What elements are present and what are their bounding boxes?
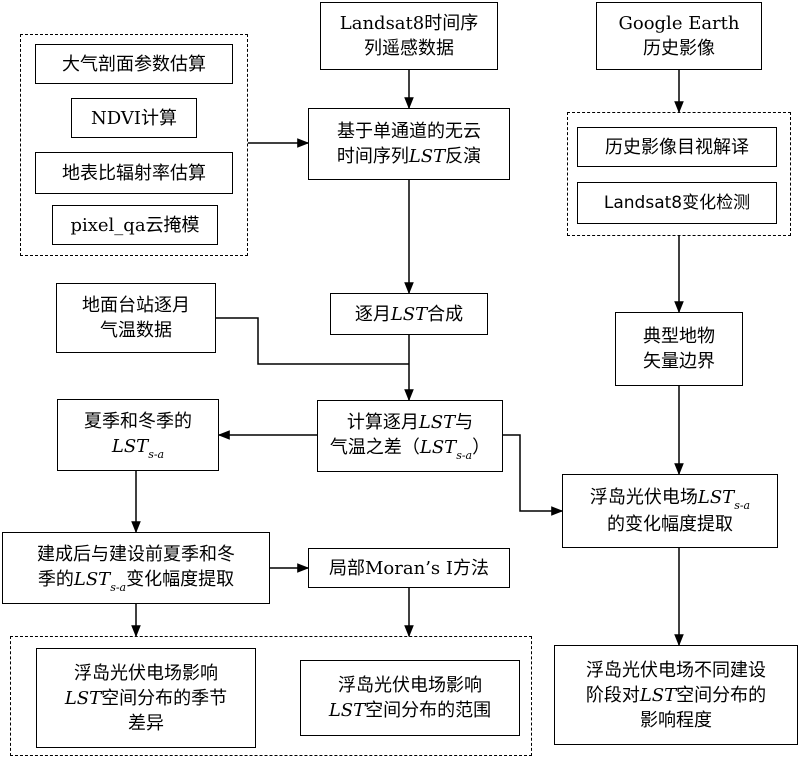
landsat-label-line2: 列遥感数据	[364, 38, 454, 59]
atmos-profile-box: 大气剖面参数估算	[35, 44, 233, 84]
inversion-line2: 时间序列LST反演	[337, 144, 481, 169]
summer-winter-lst: LST	[111, 436, 149, 457]
arrow-diff-to-fpv-change	[503, 434, 564, 516]
diff-lst-2: LST	[419, 437, 457, 458]
hist-interp-label: 历史影像目视解译	[605, 136, 749, 158]
change-detection-group	[567, 112, 791, 236]
monthly-text-c: 合成	[427, 303, 464, 325]
diff-text-e: ）	[472, 437, 491, 458]
stages-text-a: 阶段对	[585, 684, 640, 706]
before-after-change-box: 建成后与建设前夏季和冬 季的LSTs-a变化幅度提取	[2, 532, 270, 604]
summer-winter-lst-box: 夏季和冬季的 LSTs-a	[57, 399, 219, 471]
stages-line2: 阶段对LST空间分布的	[586, 683, 766, 708]
change-detect-box: Landsat8变化检测	[577, 182, 777, 224]
station-line1: 地面台站逐月	[82, 295, 190, 316]
before-after-line2: 季的LSTs-a变化幅度提取	[38, 567, 234, 594]
range-box: 浮岛光伏电场影响 LST空间分布的范围	[300, 660, 520, 736]
diff-text-a: 计算逐月	[346, 412, 419, 433]
diff-sub: s-a	[456, 449, 473, 462]
station-line2: 气温数据	[100, 320, 172, 341]
stages-lst: LST	[639, 684, 677, 706]
change-detect-label: Landsat8变化检测	[603, 192, 751, 213]
param-group	[20, 34, 248, 256]
range-lst: LST	[328, 700, 366, 721]
diff-text-c: 与	[455, 412, 474, 433]
emissivity-label: 地表比辐射率估算	[62, 162, 206, 184]
seasonal-line2: LST空间分布的季节	[65, 686, 227, 711]
inversion-lst: LST	[408, 146, 446, 167]
seasonal-line3: 差异	[128, 712, 164, 734]
summer-winter-line1: 夏季和冬季的	[84, 411, 192, 432]
google-earth-box: Google Earth 历史影像	[596, 2, 762, 70]
inversion-text-a: 时间序列	[336, 146, 409, 167]
diff-line1: 计算逐月LST与	[347, 410, 473, 435]
typical-line1: 典型地物	[643, 326, 715, 347]
fpv-change-line1: 浮岛光伏电场LSTs-a	[590, 485, 750, 512]
seasonal-lst: LST	[64, 687, 102, 709]
before-after-line1: 建成后与建设前夏季和冬	[37, 544, 235, 565]
range-text-b: 空间分布的范围	[365, 700, 492, 721]
fpv-change-line2: 的变化幅度提取	[607, 514, 733, 535]
landsat-data-box: Landsat8时间序 列遥感数据	[320, 2, 498, 70]
ndvi-label: NDVI计算	[91, 107, 177, 129]
diff-lst-1: LST	[418, 412, 456, 433]
stages-text-c: 空间分布的	[676, 684, 767, 706]
arrow-station-to-diff	[216, 317, 409, 365]
seasonal-diff-box: 浮岛光伏电场影响 LST空间分布的季节 差异	[36, 648, 256, 748]
fpv-lst-change-box: 浮岛光伏电场LSTs-a 的变化幅度提取	[562, 474, 778, 548]
ndvi-box: NDVI计算	[71, 98, 197, 138]
monthly-text-a: 逐月	[354, 303, 391, 325]
moran-label: 局部Moran’s I方法	[329, 557, 489, 579]
fpv-change-sub: s-a	[734, 499, 751, 512]
summer-winter-line2: LSTs-a	[112, 434, 164, 461]
lst-inversion-box: 基于单通道的无云 时间序列LST反演	[308, 108, 510, 180]
before-after-lst: LST	[73, 569, 111, 590]
diff-line2: 气温之差（LSTs-a）	[330, 435, 490, 462]
hist-interp-box: 历史影像目视解译	[577, 127, 777, 167]
pixel-qa-label: pixel_qa云掩模	[70, 214, 200, 236]
before-after-sub: s-a	[110, 581, 127, 594]
seasonal-text-b: 空间分布的季节	[101, 687, 228, 709]
google-label-line1: Google Earth	[618, 13, 740, 34]
google-label-line2: 历史影像	[643, 38, 715, 59]
monthly-lst-box: 逐月LST合成	[330, 293, 488, 335]
typical-line2: 矢量边界	[643, 351, 715, 372]
atmos-label: 大气剖面参数估算	[62, 53, 206, 75]
before-after-text-a: 季的	[37, 569, 74, 590]
inversion-line1: 基于单通道的无云	[337, 121, 481, 142]
summer-winter-sub: s-a	[148, 448, 165, 461]
stages-line1: 浮岛光伏电场不同建设	[586, 659, 766, 681]
moran-box: 局部Moran’s I方法	[308, 548, 510, 588]
inversion-text-c: 反演	[445, 146, 482, 167]
lst-air-diff-box: 计算逐月LST与 气温之差（LSTs-a）	[317, 400, 503, 472]
seasonal-line1: 浮岛光伏电场影响	[74, 662, 218, 684]
fpv-change-lst: LST	[697, 487, 735, 508]
monthly-lst: LST	[390, 303, 428, 325]
monthly-line: 逐月LST合成	[355, 302, 463, 327]
station-temp-box: 地面台站逐月 气温数据	[56, 283, 216, 353]
landsat-label-line1: Landsat8时间序	[339, 13, 479, 34]
typical-boundary-box: 典型地物 矢量边界	[615, 312, 743, 386]
range-line1: 浮岛光伏电场影响	[338, 675, 482, 696]
range-line2: LST空间分布的范围	[329, 698, 491, 723]
emissivity-box: 地表比辐射率估算	[35, 152, 233, 194]
pixel-qa-box: pixel_qa云掩模	[52, 205, 218, 245]
result-group	[10, 636, 532, 756]
fpv-change-text-a: 浮岛光伏电场	[589, 487, 698, 508]
construction-stages-box: 浮岛光伏电场不同建设 阶段对LST空间分布的 影响程度	[554, 645, 798, 745]
diff-text-d: 气温之差（	[329, 437, 420, 458]
stages-line3: 影响程度	[640, 709, 712, 731]
before-after-text-c: 变化幅度提取	[126, 569, 235, 590]
